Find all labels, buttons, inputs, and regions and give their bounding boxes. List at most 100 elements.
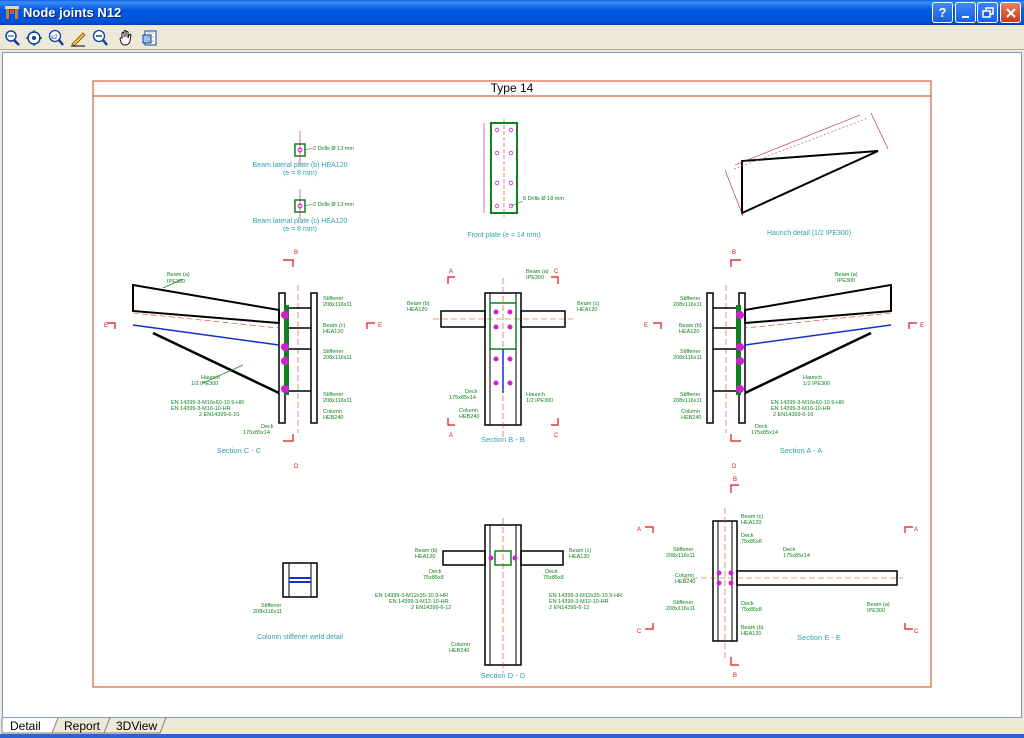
help-label: ? — [938, 5, 947, 20]
aa-stiffener-2: Stiffener — [680, 349, 701, 355]
zoom-x2-icon: x2 — [48, 29, 64, 46]
drawing-frame — [92, 80, 932, 688]
drawing-canvas[interactable]: Type 14 2 Drills Ø 13 mm Beam lateral pl… — [2, 52, 1022, 718]
dd-bolt-right-2: EN 14399-3-M12-10-HR — [549, 599, 609, 605]
status-strip — [0, 734, 1024, 738]
tab-3dview[interactable]: 3DView — [116, 719, 158, 733]
bb-column-label: Column — [459, 408, 478, 414]
aa-stiffener-1-dim: 208x116x11 — [673, 302, 702, 308]
bb-cut-c-bottom: C — [554, 433, 559, 439]
aa-cut-d-bottom: D — [732, 464, 737, 470]
ee-stiffener-1-dim: 208x116x11 — [666, 553, 695, 559]
bb-beam-b-label: Beam (b) — [407, 301, 430, 307]
bb-deck-dim: 175x85x14 — [449, 395, 476, 401]
cc-stiffener-2: Stiffener — [323, 349, 344, 355]
zoom-x2-button[interactable]: x2 — [46, 28, 66, 48]
zoom-all-button[interactable] — [24, 28, 44, 48]
section-ee: A C A C B B Beam (c) HEA120 Deck 75x85x8… — [637, 477, 919, 679]
cc-beam-profile: IPE300 — [167, 279, 185, 285]
joint-drawing: Type 14 2 Drills Ø 13 mm Beam lateral pl… — [92, 80, 932, 688]
restore-button[interactable] — [977, 2, 998, 23]
help-button[interactable]: ? — [932, 2, 953, 23]
zoom-window-button[interactable] — [2, 28, 22, 48]
minimize-button[interactable] — [955, 2, 976, 23]
front-plate-holes: 8 Drills Ø 18 mm — [523, 196, 564, 202]
plate-c-title: Beam lateral plate (c) HEA120 — [253, 218, 348, 225]
bb-cut-a-bottom: A — [449, 433, 453, 439]
zoom-out-button[interactable] — [90, 28, 110, 48]
close-button[interactable] — [1000, 2, 1021, 23]
pencil-icon — [71, 32, 86, 47]
plate-c-thickness: (e = 8 mm) — [283, 226, 317, 233]
pan-hand-icon — [119, 30, 132, 46]
column-stiffener-weld-detail: Stiffener 208x116x11 Column stiffener we… — [253, 562, 343, 641]
dd-deck-left-dim: 75x85x8 — [423, 575, 444, 581]
plate-b-thickness: (e = 8 mm) — [283, 170, 317, 177]
dd-beam-b-label: Beam (b) — [415, 548, 438, 554]
dd-column-profile: HEB240 — [449, 648, 470, 654]
tab-report[interactable]: Report — [64, 719, 101, 733]
ee-stiffener-2-dim: 208x116x11 — [666, 606, 695, 612]
section-cc-title: Section C - C — [217, 446, 262, 455]
dd-beam-c-label: Beam (c) — [569, 548, 591, 554]
aa-column-profile: HEB240 — [681, 415, 702, 421]
ee-deck-right-dim: 175x85x14 — [783, 553, 810, 559]
weld-stiffener-label: Stiffener — [261, 603, 282, 609]
ee-cut-a-right: A — [914, 527, 918, 533]
ee-cut-c-left: C — [637, 629, 642, 635]
cc-bolt-line-1: EN 14399-3-M16x60-10.9-HR — [171, 400, 244, 406]
minimize-icon — [961, 15, 969, 18]
aa-stiffener-3: Stiffener — [680, 392, 701, 398]
ee-beam-c-profile: HEA120 — [741, 520, 762, 526]
bb-beam-a-profile: IPE300 — [526, 275, 544, 281]
cc-haunch-dim: 1/2 IPE300 — [191, 381, 218, 387]
ee-beam-b-label: Beam (b) — [741, 625, 764, 631]
pan-button[interactable] — [116, 28, 136, 48]
beam-lateral-plate-c-detail: 2 Drills Ø 13 mm Beam lateral plate (c) … — [253, 189, 354, 233]
aa-bolt-line-2: EN 14399-3-M16-10-HR — [771, 406, 831, 412]
front-plate-detail: 8 Drills Ø 18 mm Front plate (e = 14 mm) — [467, 119, 564, 239]
zoom-x2-label: x2 — [51, 35, 58, 41]
app-icon — [4, 4, 20, 20]
section-cc: B D E E Beam (a) IPE300 Stiffener 208x11… — [104, 250, 382, 470]
window-title: Node joints N12 — [23, 5, 122, 20]
bb-beam-a-label: Beam (a) — [526, 269, 549, 275]
ee-deck-bottom-dim: 75x85x8 — [741, 607, 762, 613]
column-stiffener-title: Column stiffener weld detail — [257, 634, 343, 641]
print-preview-button[interactable] — [140, 28, 160, 48]
zoom-out-icon — [92, 29, 108, 46]
sheet-tabs: Detail Report 3DView — [0, 718, 1024, 738]
cc-column-profile: HEB240 — [323, 415, 344, 421]
dd-bolt-left-1: EN 14399-3-M12x35-10.9-HR — [375, 593, 448, 599]
cc-deck-label: Deck — [261, 424, 274, 430]
plate-c-holes: 2 Drills Ø 13 mm — [313, 202, 354, 208]
dd-beam-b-profile: HEA120 — [415, 554, 436, 560]
bb-haunch-label: Haunch — [526, 392, 545, 398]
cc-stiffener-1: Stiffener — [323, 296, 344, 302]
cc-stiffener-3-dim: 208x116x11 — [323, 398, 352, 404]
aa-stiffener-2-dim: 208x116x11 — [673, 355, 702, 361]
bb-beam-b-profile: HEA120 — [407, 307, 428, 313]
aa-cut-e-right: E — [920, 323, 924, 329]
dd-deck-left-label: Deck — [429, 569, 442, 575]
ee-column-label: Column — [675, 573, 694, 579]
weld-stiffener-dim: 208x116x11 — [253, 609, 282, 615]
zoom-window-icon — [5, 30, 20, 46]
aa-cut-e-left: E — [644, 323, 648, 329]
aa-deck-dim: 175x85x14 — [751, 430, 778, 436]
dd-column-label: Column — [451, 642, 470, 648]
haunch-title: Haunch detail (1/2 IPE300) — [767, 230, 851, 237]
ee-cut-b-top: B — [733, 477, 737, 483]
pencil-button[interactable] — [68, 28, 88, 48]
zoom-all-icon — [26, 30, 42, 46]
beam-lateral-plate-b-detail: 2 Drills Ø 13 mm Beam lateral plate (b) … — [253, 131, 354, 177]
ee-deck-bottom-label: Deck — [741, 601, 754, 607]
cut-e-right: E — [378, 323, 382, 329]
cc-bolt-line-2: EN 14399-3-M16-10-HR — [171, 406, 231, 412]
plate-b-title: Beam lateral plate (b) HEA120 — [253, 162, 348, 169]
title-bar: Node joints N12 ? — [0, 0, 1024, 25]
ee-beam-a-profile: IPE300 — [867, 608, 885, 614]
cut-b-top: B — [294, 250, 298, 256]
tab-detail[interactable]: Detail — [10, 719, 41, 733]
